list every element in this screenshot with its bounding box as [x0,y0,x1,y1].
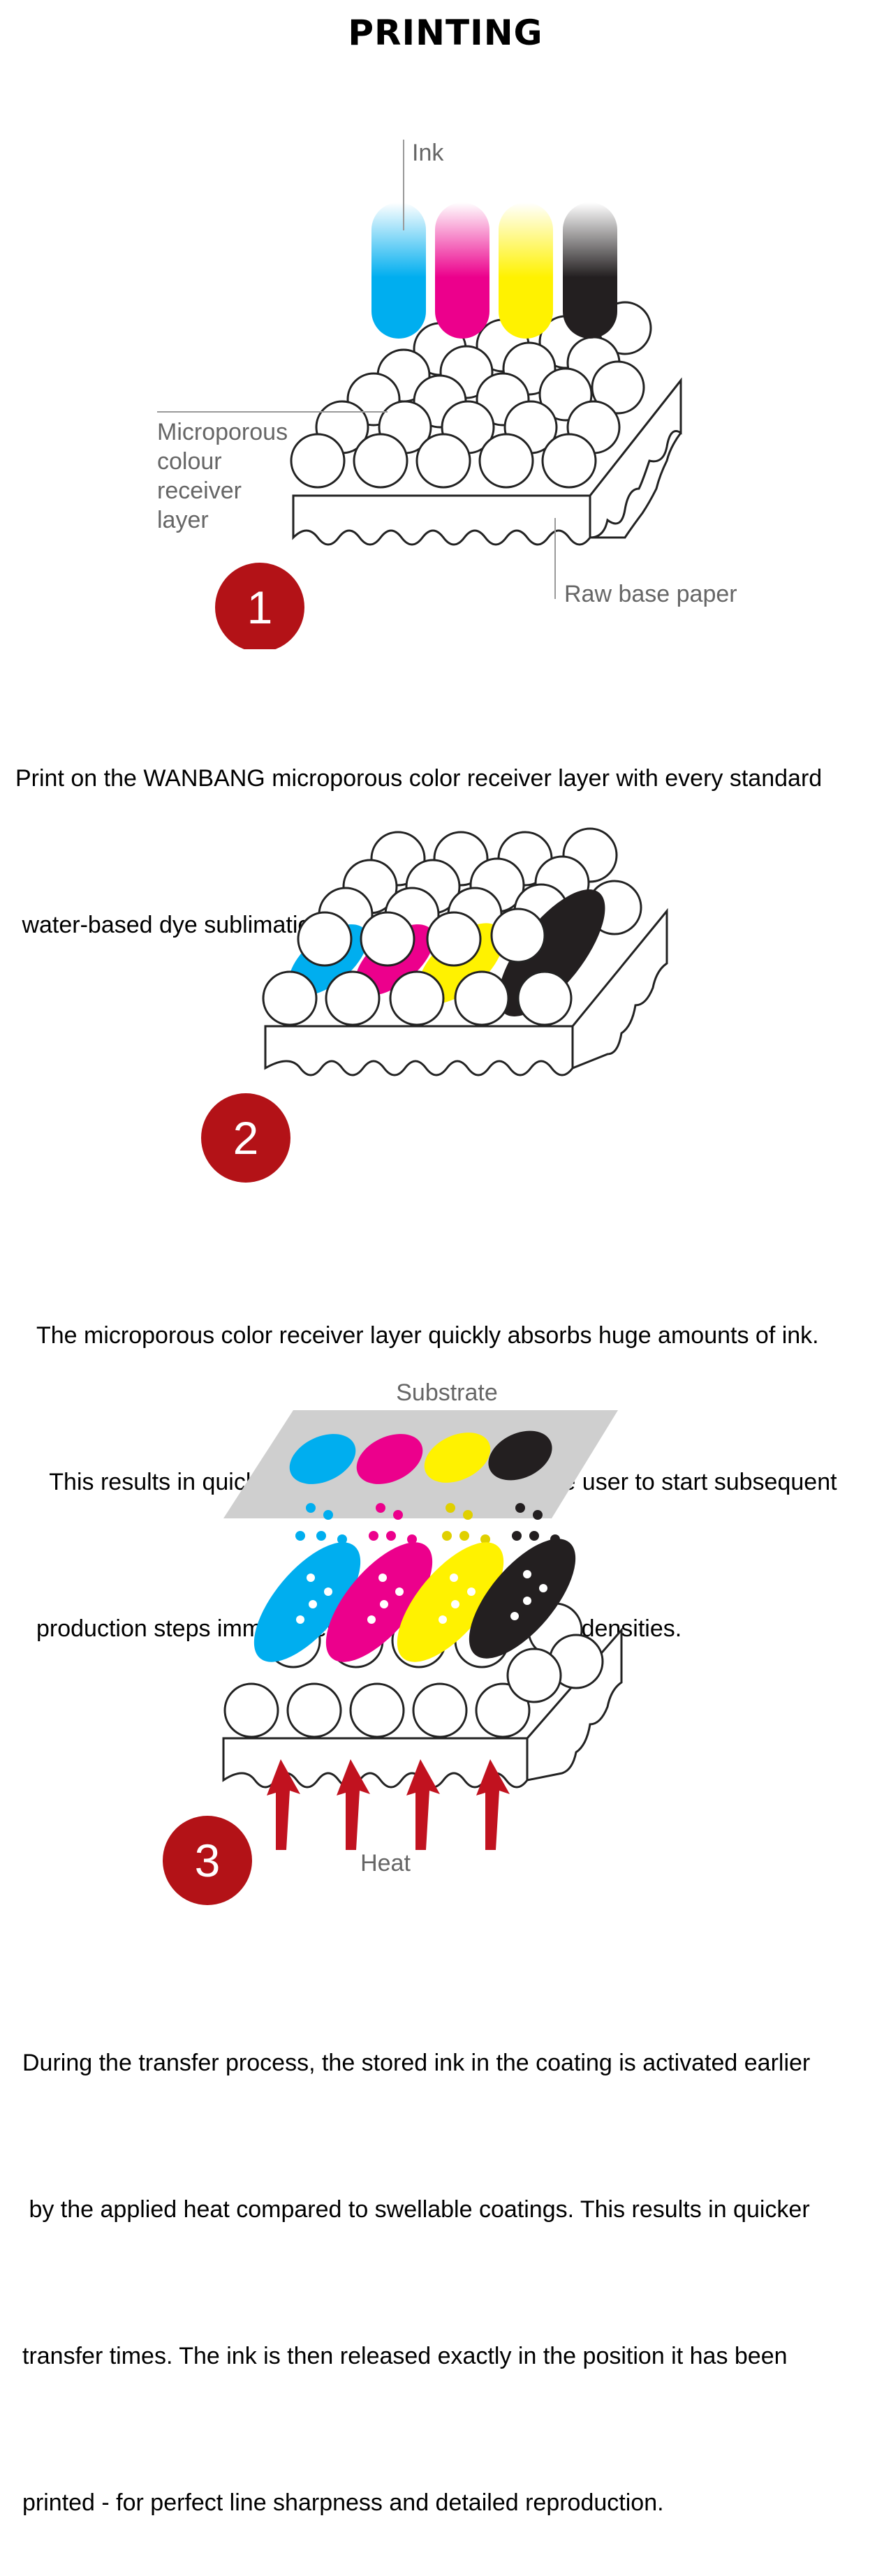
label-heat: Heat [360,1850,411,1877]
ink-bubbles [296,1570,547,1624]
step-badge-1: 1 [215,563,304,649]
microporous-spheres-front [262,908,573,1026]
ink-tubes [371,202,617,339]
diagram-step-1: Ink Microporous colour receiver layer Ra… [157,140,737,649]
step-badge-2: 2 [201,1093,290,1183]
svg-text:1: 1 [247,582,273,633]
heat-arrows [267,1759,510,1850]
step-3-description: During the transfer process, the stored … [22,2050,811,2516]
svg-text:2: 2 [233,1112,259,1164]
label-microporous-2: colour [157,448,222,475]
label-microporous-1: Microporous [157,419,288,445]
ink-reservoirs [253,1539,576,1662]
diagram-step-3: Substrate H [163,1379,623,1905]
diagram-step-2: 2 [201,827,668,1183]
label-ink: Ink [412,140,444,166]
microporous-spheres [290,301,652,489]
base-block [264,908,668,1076]
label-substrate: Substrate [396,1379,498,1406]
step-badge-3: 3 [163,1816,252,1905]
page-title: PRINTING [348,13,543,53]
label-microporous-4: layer [157,507,209,533]
microporous-spheres-front [223,1648,562,1738]
label-microporous-3: receiver [157,478,242,504]
svg-text:3: 3 [195,1835,221,1886]
label-base-paper: Raw base paper [564,581,737,607]
substrate-sheet [223,1410,618,1518]
raw-base-paper [292,377,682,546]
